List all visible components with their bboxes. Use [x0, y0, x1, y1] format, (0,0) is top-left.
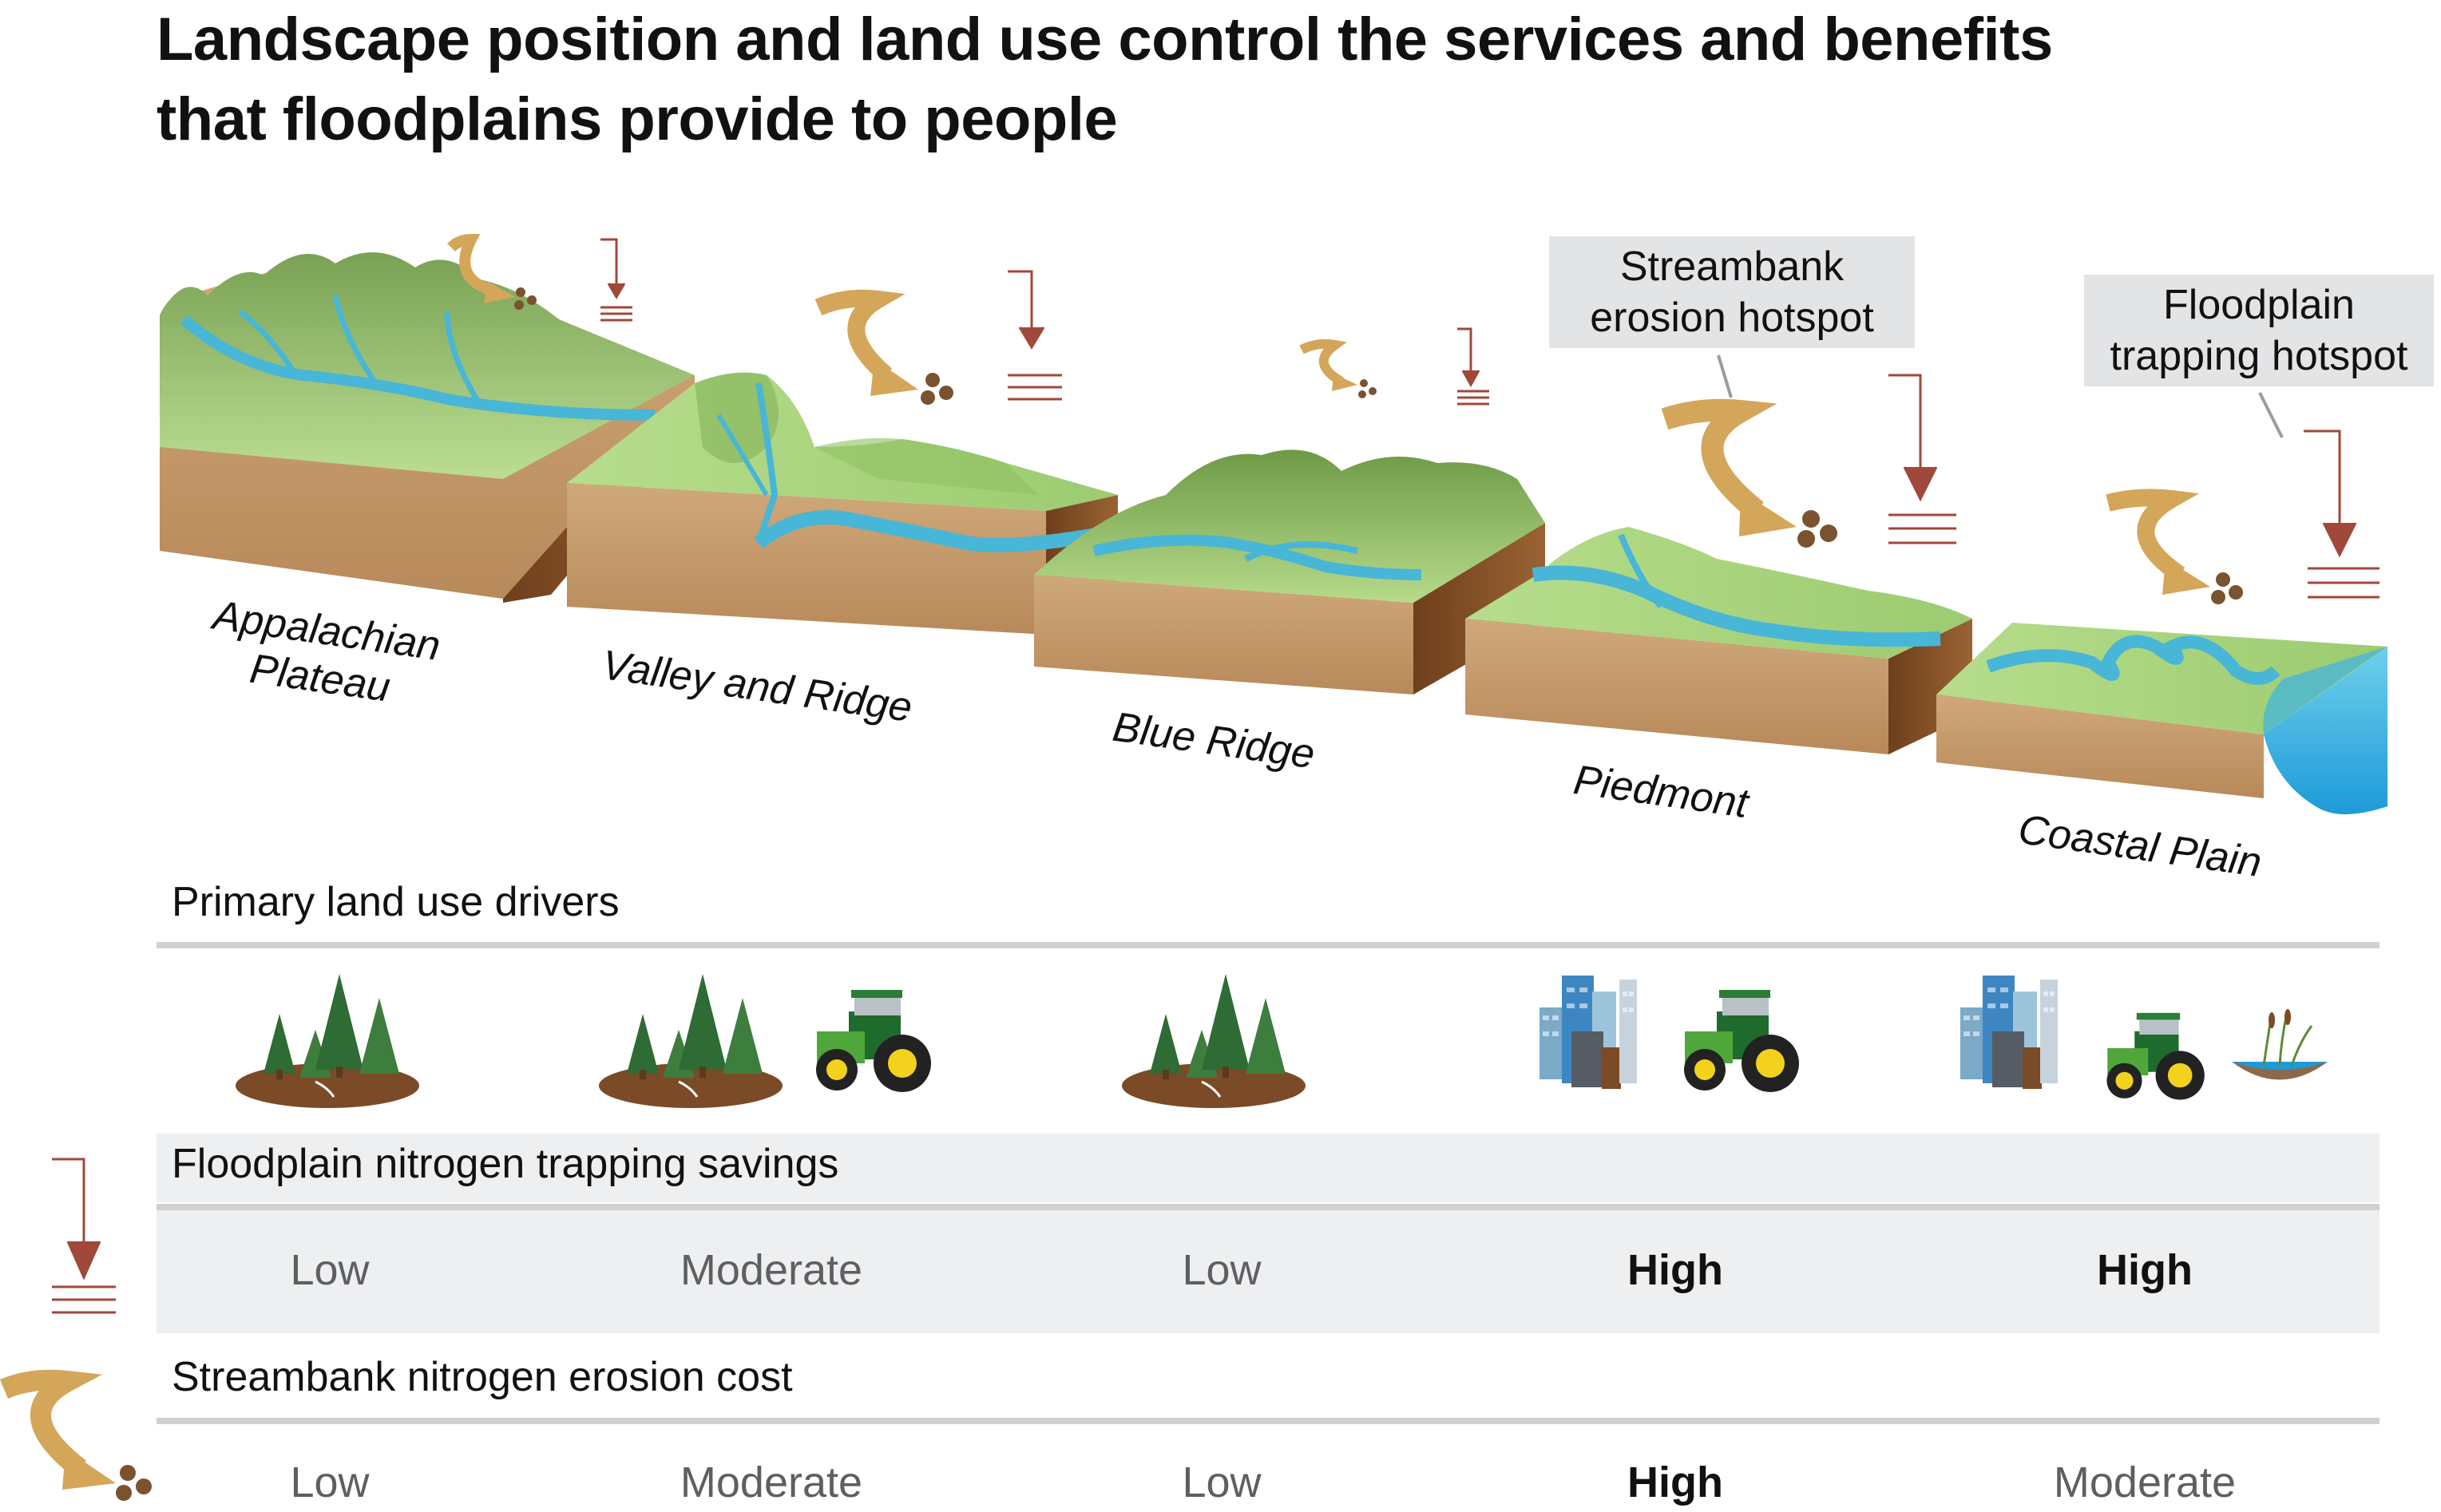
erosion-value-coastal: Moderate	[2053, 1459, 2237, 1506]
erosion-value-valley: Moderate	[680, 1459, 863, 1506]
trapping-title-band	[157, 1134, 2380, 1202]
figure-title: Landscape position and land use control …	[157, 0, 2392, 160]
city-icon	[1960, 976, 2058, 1089]
callout-leader-floodplain	[2258, 392, 2284, 438]
trapping-value-blueridge: Low	[1182, 1246, 1262, 1294]
trapping-arrow-appalachian	[600, 238, 632, 322]
erosion-value-piedmont: High	[1627, 1459, 1723, 1506]
wetland-icon	[2230, 1007, 2329, 1081]
divider-erosion	[157, 1418, 2380, 1424]
legend-erosion-icon	[0, 1369, 152, 1501]
trapping-value-coastal: High	[2097, 1246, 2193, 1294]
block-coastal-plain	[1936, 623, 2388, 814]
divider-drivers	[157, 942, 2380, 948]
block-piedmont	[1465, 527, 1972, 754]
divider-trapping	[157, 1204, 2380, 1210]
trapping-arrow-valley	[1008, 270, 1062, 401]
trapping-arrow-blueridge	[1457, 327, 1489, 406]
section-title-trapping: Floodplain nitrogen trapping savings	[172, 1141, 839, 1187]
trapping-arrow-piedmont	[1888, 374, 1956, 544]
trapping-arrow-coastal	[2304, 429, 2380, 599]
erosion-arrow-appalachian	[447, 233, 537, 310]
section-title-erosion: Streambank nitrogen erosion cost	[172, 1354, 793, 1400]
erosion-arrow-coastal	[2106, 489, 2243, 604]
tractor-icon	[2106, 1012, 2205, 1100]
trapping-values-band	[157, 1210, 2380, 1333]
trapping-value-appalachian: Low	[290, 1246, 370, 1294]
forest-icon	[1120, 972, 1307, 1110]
erosion-arrow-valley	[814, 289, 953, 405]
block-blue-ridge	[1034, 449, 1545, 695]
title-line-2: that floodplains provide to people	[157, 85, 1118, 153]
block-valley-and-ridge	[567, 372, 1119, 635]
trapping-value-valley: Moderate	[680, 1246, 863, 1294]
forest-icon	[597, 972, 784, 1110]
erosion-arrow-piedmont	[1661, 398, 1837, 548]
section-title-drivers: Primary land use drivers	[172, 879, 620, 925]
block-appalachian-plateau	[160, 252, 695, 603]
trapping-value-piedmont: High	[1627, 1246, 1723, 1294]
erosion-arrow-blueridge	[1299, 338, 1377, 398]
callout-streambank-erosion-hotspot: Streambank erosion hotspot	[1549, 236, 1915, 348]
title-line-1: Landscape position and land use control …	[157, 6, 2053, 73]
callout-line: Streambank	[1619, 243, 1845, 290]
forest-icon	[234, 972, 421, 1110]
callout-line: erosion hotspot	[1590, 295, 1874, 341]
erosion-value-appalachian: Low	[290, 1459, 370, 1506]
tractor-icon	[816, 990, 931, 1092]
callout-line: Floodplain	[2163, 282, 2355, 328]
city-icon	[1539, 976, 1637, 1089]
erosion-value-blueridge: Low	[1182, 1459, 1262, 1506]
callout-leader-streambank	[1717, 354, 1733, 398]
callout-line: trapping hotspot	[2110, 333, 2408, 379]
tractor-icon	[1684, 990, 1799, 1092]
legend-trapping-icon	[52, 1158, 116, 1314]
callout-floodplain-trapping-hotspot: Floodplain trapping hotspot	[2084, 275, 2434, 386]
